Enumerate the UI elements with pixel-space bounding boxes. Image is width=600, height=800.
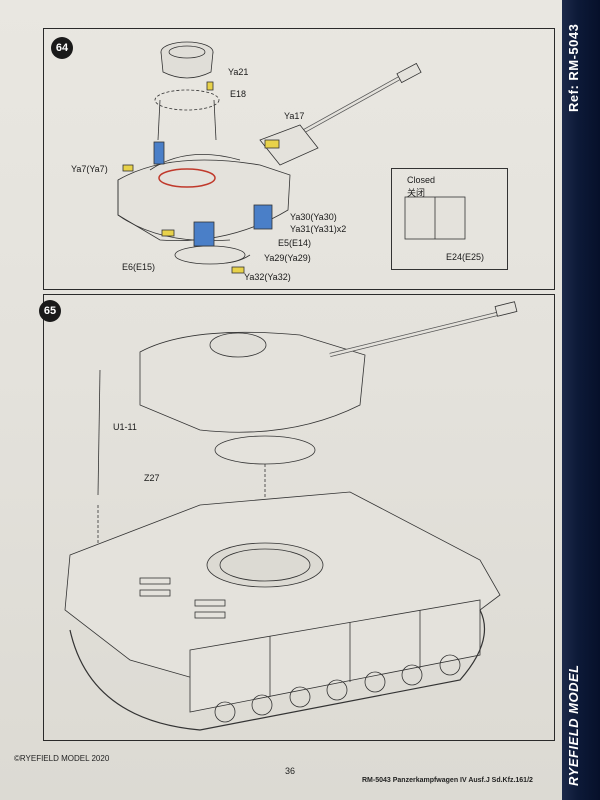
spine-ref: Ref: RM-5043	[566, 23, 581, 112]
step-64-panel	[43, 28, 555, 290]
label-ya30: Ya30(Ya30)	[290, 212, 337, 222]
inset-title: Closed	[407, 175, 436, 185]
label-e24: E24(E25)	[446, 252, 485, 262]
label-ya31: Ya31(Ya31)x2	[290, 224, 347, 234]
step-65-badge: 65	[39, 300, 61, 322]
step-65-panel	[43, 294, 555, 741]
label-u1-11: U1-11	[113, 422, 137, 432]
spine-band	[562, 0, 600, 800]
label-z27: Z27	[144, 473, 160, 483]
label-ya17: Ya17	[284, 111, 305, 121]
footer-kit-title: RM-5043 Panzerkampfwagen IV Ausf.J Sd.Kf…	[362, 777, 533, 784]
label-ya21: Ya21	[228, 67, 249, 77]
label-ya7: Ya7(Ya7)	[71, 164, 108, 174]
label-e6: E6(E15)	[122, 262, 156, 272]
step-64-badge: 64	[51, 37, 73, 59]
inset-title-cn: 关闭	[407, 188, 426, 198]
label-e18: E18	[230, 89, 247, 99]
page-number: 36	[285, 766, 296, 776]
label-ya32: Ya32(Ya32)	[244, 272, 291, 282]
label-e5: E5(E14)	[278, 238, 312, 248]
label-ya29: Ya29(Ya29)	[264, 253, 311, 263]
footer-copyright: ©RYEFIELD MODEL 2020	[14, 754, 110, 763]
spine-brand: RYEFIELD MODEL	[566, 664, 581, 786]
closed-inset	[391, 168, 508, 270]
